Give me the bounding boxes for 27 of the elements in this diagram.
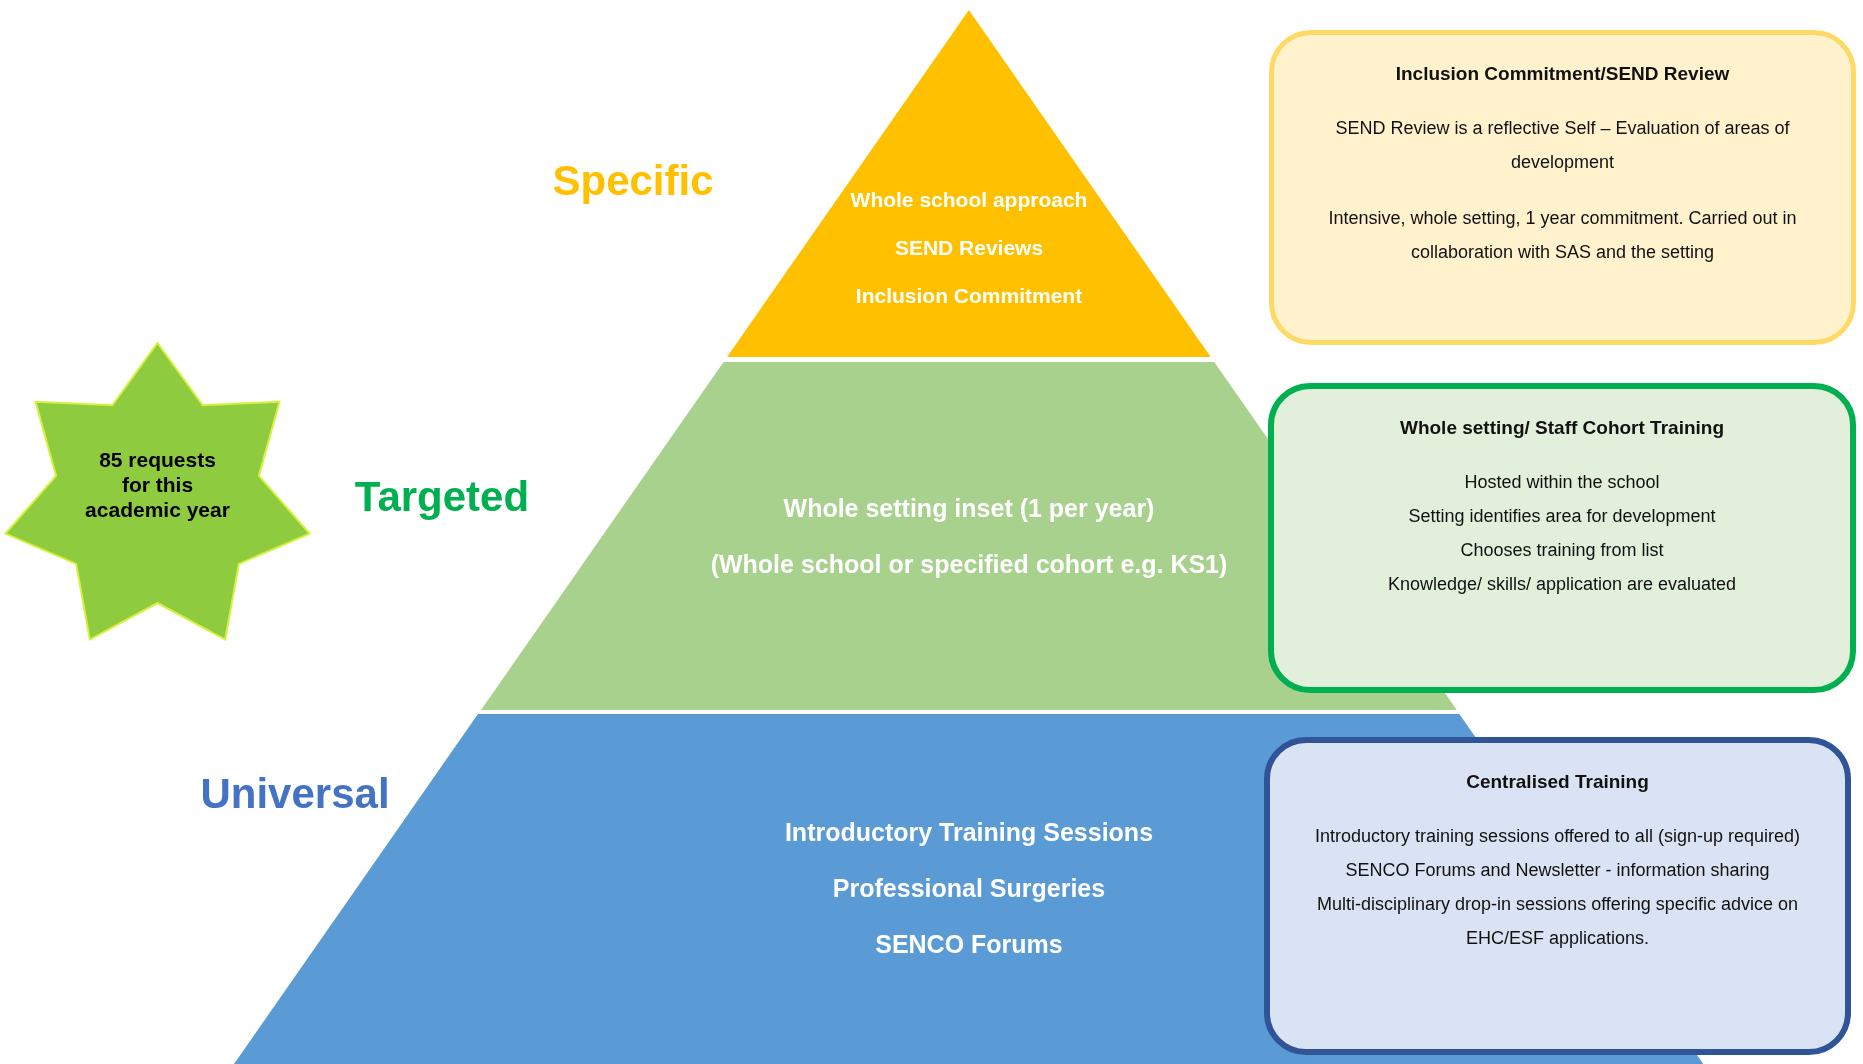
card-heading: Inclusion Commitment/SEND Review [1395,63,1730,85]
info-card [1264,737,1851,1055]
tier-text: SEND Reviews [894,235,1044,261]
info-card [1268,383,1856,693]
card-text: Intensive, whole setting, 1 year commitment. Carried out in collaboration with SAS and the setting [1327,207,1798,264]
card-text: Setting identifies area for development [1408,505,1716,528]
card-text: SEND Review is a reflective Self – Evaluation of areas of development [1334,117,1791,174]
card-text: Chooses training from list [1460,539,1664,562]
card-text: SENCO Forums and Newsletter - information sharing [1345,859,1770,882]
card-text: Knowledge/ skills/ application are evaluated [1387,573,1737,596]
tier-text: Whole school approach [850,187,1088,213]
tier-text: Inclusion Commitment [855,283,1083,309]
card-text: Introductory training sessions offered to all (sign-up required) [1315,825,1800,848]
tier-label: Universal [200,770,390,818]
card-text: Multi-disciplinary drop-in sessions offering specific advice on EHC/ESF applications. [1316,893,1799,950]
star-text: 85 requests for this academic year [84,447,231,523]
tier-text: Introductory Training Sessions [784,817,1154,848]
card-text: Hosted within the school [1464,471,1660,494]
tier-text: (Whole school or specified cohort e.g. KS1) [710,549,1228,580]
tier-label: Specific [552,157,714,205]
tier-text: Whole setting inset (1 per year) [783,493,1155,524]
tier-label: Targeted [354,473,530,521]
tier-text: SENCO Forums [875,929,1063,960]
tier-text: Professional Surgeries [832,873,1106,904]
card-heading: Whole setting/ Staff Cohort Training [1399,417,1724,439]
info-card [1269,30,1856,345]
card-heading: Centralised Training [1466,771,1649,793]
